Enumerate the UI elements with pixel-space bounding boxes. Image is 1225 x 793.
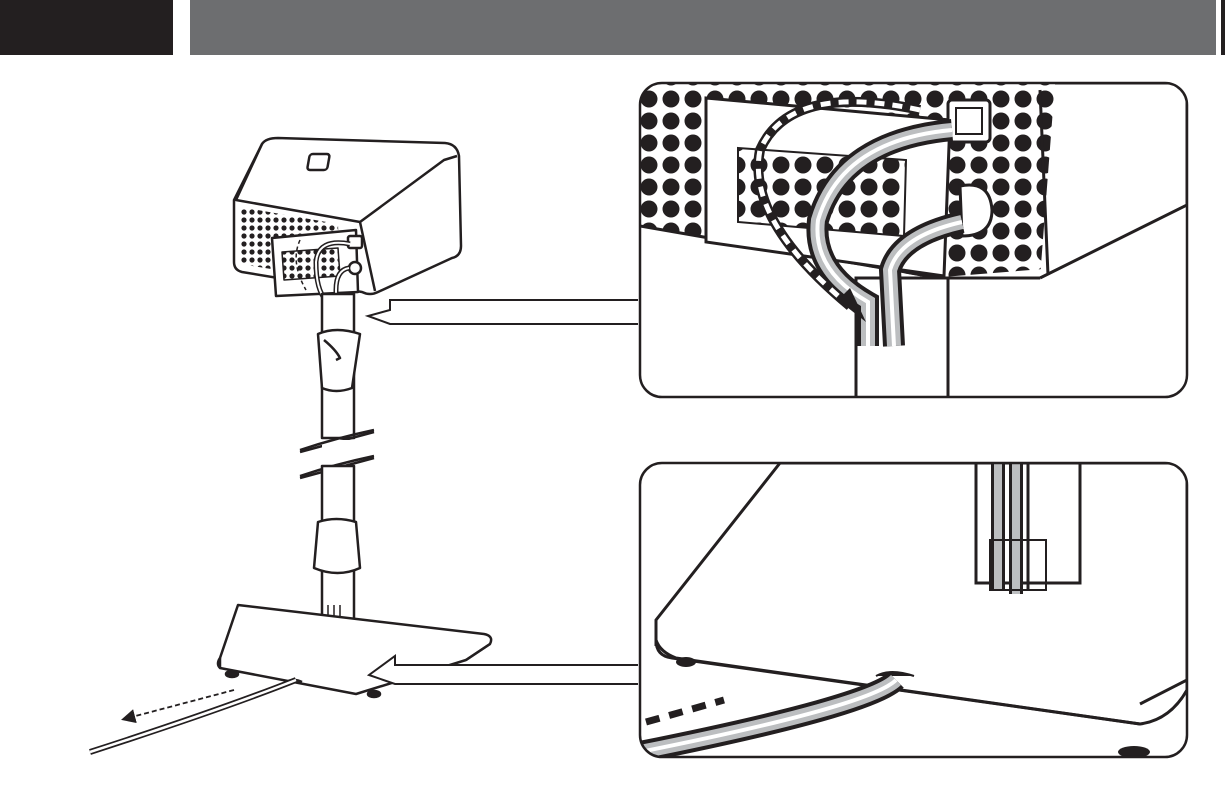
speaker-on-stand	[90, 138, 491, 752]
floor-cable	[90, 680, 296, 752]
speaker	[234, 138, 461, 318]
stand-pole	[300, 294, 374, 656]
detail-panel-base-cable-exit	[640, 463, 1187, 758]
callout-arrow-top	[368, 300, 638, 324]
detail-panel-cable-clip	[640, 83, 1187, 408]
